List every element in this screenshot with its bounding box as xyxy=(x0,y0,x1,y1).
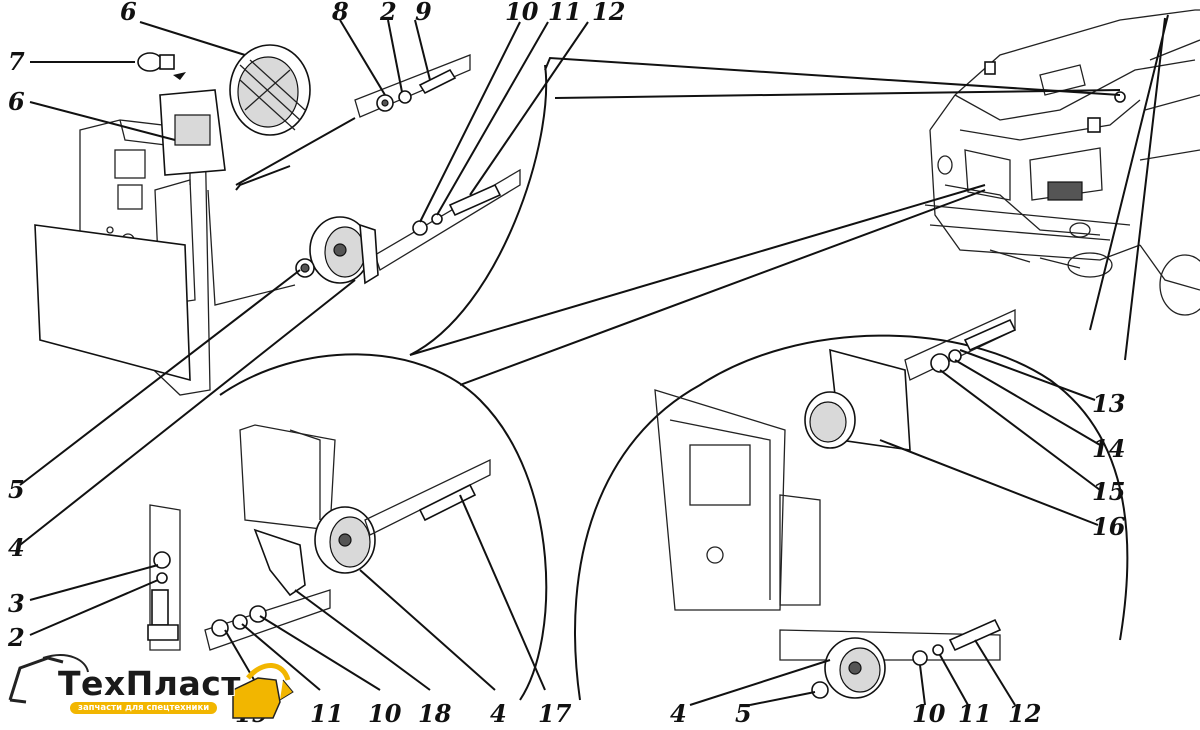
techplast-logo: ТехПласт запчасти для спецтехники xyxy=(8,650,298,726)
callout-2-upper: 2 xyxy=(379,0,397,26)
callout-6-lower: 6 xyxy=(8,87,25,116)
callout-11-right: 11 xyxy=(958,699,991,728)
callout-11-upper: 11 xyxy=(548,0,581,26)
callout-12-right: 12 xyxy=(1008,699,1041,728)
right-marker-light-group xyxy=(654,308,1017,699)
logo-tagline: запчасти для спецтехники xyxy=(70,702,218,714)
callout-4-right: 4 xyxy=(670,699,687,728)
detail-circle-right xyxy=(574,334,1129,701)
callout-10-right: 10 xyxy=(912,699,946,728)
callout-5-left: 5 xyxy=(8,475,25,504)
callout-9: 9 xyxy=(415,0,432,26)
callout-16: 16 xyxy=(1092,512,1126,541)
callout-2-lower: 2 xyxy=(7,623,25,652)
upper-headlamp-group xyxy=(34,44,521,396)
callout-6-upper: 6 xyxy=(120,0,137,26)
callout-7: 7 xyxy=(8,47,25,76)
callout-18: 18 xyxy=(418,699,452,728)
callout-10-upper: 10 xyxy=(505,0,539,26)
callout-leaders xyxy=(19,19,1101,706)
callout-10-left: 10 xyxy=(368,699,402,728)
callout-15: 15 xyxy=(1092,477,1125,506)
callout-3: 3 xyxy=(8,589,25,618)
leader-truck-to-upper-detail xyxy=(544,56,1121,96)
callout-13: 13 xyxy=(1092,389,1125,418)
callout-14: 14 xyxy=(1092,434,1125,463)
callout-4-left: 4 xyxy=(8,533,25,562)
excavator-logo-icon xyxy=(8,654,294,719)
callout-11-left: 11 xyxy=(310,699,343,728)
callout-4-mid: 4 xyxy=(490,699,507,728)
callout-8: 8 xyxy=(331,0,349,26)
logo-brand-text: ТехПласт xyxy=(58,664,241,703)
callout-17: 17 xyxy=(538,699,572,728)
lower-left-bracket-group xyxy=(147,424,491,651)
callout-5-right: 5 xyxy=(735,699,752,728)
detail-circle-left xyxy=(219,353,548,701)
callout-12-upper: 12 xyxy=(592,0,625,26)
